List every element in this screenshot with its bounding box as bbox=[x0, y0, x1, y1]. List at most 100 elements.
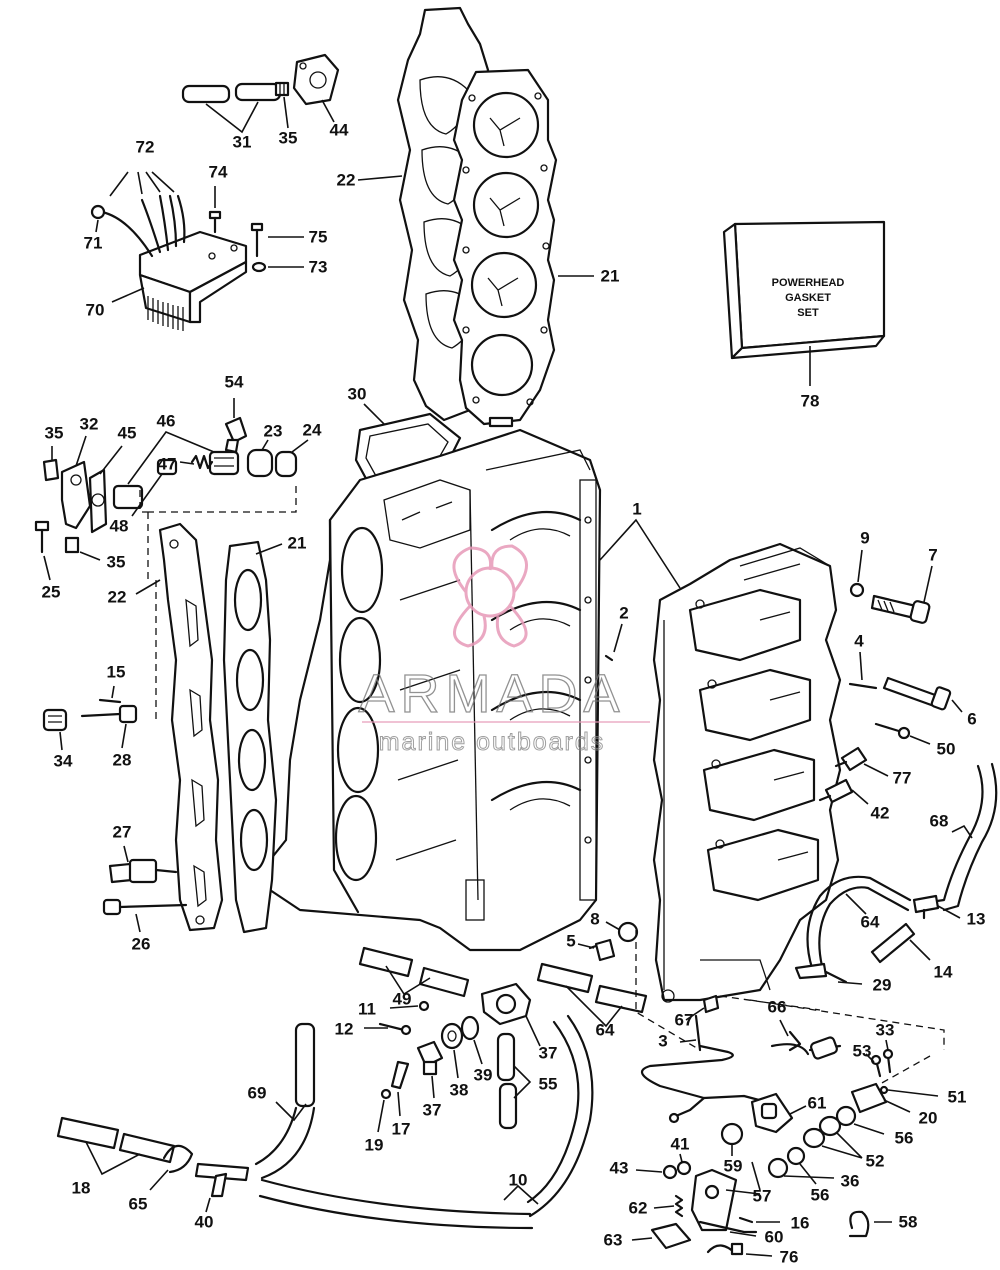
clamp-58 bbox=[848, 1210, 870, 1238]
callout-21-left: 21 bbox=[288, 533, 307, 552]
gasket-45 bbox=[88, 468, 108, 534]
grommet-59 bbox=[720, 1122, 744, 1146]
box-label-line-3: SET bbox=[797, 307, 819, 319]
hose-68 bbox=[928, 762, 998, 912]
hose-pieces-49 bbox=[358, 946, 470, 998]
callout-63: 63 bbox=[604, 1230, 623, 1249]
fitting-37-lower bbox=[416, 1040, 444, 1076]
elbow-fitting-54 bbox=[224, 416, 248, 454]
bracket-20 bbox=[850, 1082, 888, 1114]
callout-44: 44 bbox=[330, 120, 349, 139]
seal-48 bbox=[156, 458, 178, 476]
pin-15 bbox=[98, 698, 122, 704]
fitting-35-lower bbox=[64, 536, 80, 554]
pin-16 bbox=[738, 1216, 754, 1224]
grommet-52 bbox=[802, 1115, 842, 1149]
plug-8 bbox=[617, 921, 639, 943]
callout-51: 51 bbox=[948, 1087, 967, 1106]
wire-leads-72 bbox=[90, 194, 186, 258]
dowel-pin-4 bbox=[848, 682, 878, 690]
callout-2: 2 bbox=[619, 603, 628, 622]
bolt-6 bbox=[882, 676, 952, 711]
callout-40: 40 bbox=[195, 1212, 214, 1231]
callout-17: 17 bbox=[392, 1119, 411, 1138]
callout-26: 26 bbox=[132, 934, 151, 953]
callout-18: 18 bbox=[72, 1178, 91, 1197]
callout-35-top: 35 bbox=[279, 128, 298, 147]
plug-2 bbox=[604, 654, 614, 662]
callout-12: 12 bbox=[335, 1019, 354, 1038]
callout-11: 11 bbox=[358, 999, 376, 1018]
callout-72: 72 bbox=[136, 137, 155, 156]
callout-57: 57 bbox=[753, 1186, 772, 1205]
callout-43: 43 bbox=[610, 1158, 629, 1177]
screw-50 bbox=[874, 722, 911, 740]
hose-pieces-18 bbox=[56, 1116, 176, 1164]
callout-33: 33 bbox=[876, 1020, 895, 1039]
grommet-23 bbox=[246, 448, 274, 478]
grommet-56-lower bbox=[786, 1146, 806, 1166]
grommet-24 bbox=[274, 450, 298, 478]
callout-1: 1 bbox=[632, 499, 641, 518]
washer-11 bbox=[418, 1000, 430, 1012]
spark-plug-27 bbox=[108, 858, 178, 884]
hose-pieces-64-middle bbox=[536, 962, 648, 1014]
washer-51 bbox=[879, 1085, 889, 1095]
callout-15: 15 bbox=[107, 662, 126, 681]
pin-17 bbox=[390, 1060, 410, 1090]
fitting-42 bbox=[818, 778, 854, 804]
spring-47 bbox=[190, 454, 214, 470]
fitting-35-left bbox=[42, 458, 60, 482]
plate-57 bbox=[690, 1168, 738, 1232]
callout-9: 9 bbox=[860, 528, 869, 547]
plug-19 bbox=[380, 1088, 392, 1100]
housing-32 bbox=[60, 460, 92, 530]
washer-73 bbox=[251, 261, 267, 273]
callout-76: 76 bbox=[780, 1247, 799, 1266]
cover-60 bbox=[698, 1220, 758, 1234]
callout-35-left: 35 bbox=[45, 423, 64, 442]
callout-13: 13 bbox=[967, 909, 986, 928]
water-valve-housing-37 bbox=[480, 982, 532, 1026]
callout-numbers: 31 35 44 72 74 75 73 71 70 22 21 78 54 3… bbox=[42, 120, 986, 1266]
callout-46: 46 bbox=[157, 411, 176, 430]
screw-53 bbox=[870, 1054, 882, 1078]
callout-38: 38 bbox=[450, 1080, 469, 1099]
callout-39: 39 bbox=[474, 1065, 493, 1084]
callout-70: 70 bbox=[86, 300, 105, 319]
callout-78: 78 bbox=[801, 391, 820, 410]
fitting-67 bbox=[702, 994, 720, 1014]
hose-10 bbox=[258, 1014, 594, 1230]
callout-16: 16 bbox=[791, 1213, 810, 1232]
callout-56-lower: 56 bbox=[811, 1185, 830, 1204]
armada-logo-mark bbox=[452, 544, 528, 648]
box-label-line-1: POWERHEAD bbox=[772, 277, 845, 289]
watermark-name: ARMADA bbox=[358, 664, 625, 724]
callout-48: 48 bbox=[110, 516, 129, 535]
callout-56-upper: 56 bbox=[895, 1128, 914, 1147]
plug-34 bbox=[42, 708, 68, 732]
callout-69: 69 bbox=[248, 1083, 267, 1102]
callout-25: 25 bbox=[42, 582, 61, 601]
callout-53: 53 bbox=[853, 1041, 872, 1060]
callout-24: 24 bbox=[303, 420, 322, 439]
sensor-28 bbox=[80, 704, 138, 724]
hose-64-right bbox=[806, 875, 912, 974]
seal-39 bbox=[460, 1015, 480, 1041]
tie-strap-76 bbox=[706, 1242, 744, 1256]
grommet-56-upper bbox=[835, 1105, 857, 1127]
callout-27: 27 bbox=[113, 822, 132, 841]
callout-4: 4 bbox=[854, 631, 864, 650]
thermostat-46 bbox=[112, 450, 240, 510]
cylinder-head-22-left bbox=[158, 522, 224, 932]
armada-watermark: ARMADA marine outboards bbox=[358, 544, 650, 757]
callout-61: 61 bbox=[808, 1093, 827, 1112]
hose-pieces-55 bbox=[496, 1032, 518, 1130]
tee-fitting-13 bbox=[912, 894, 940, 920]
callout-59: 59 bbox=[724, 1156, 743, 1175]
callout-74: 74 bbox=[209, 162, 228, 181]
callout-65: 65 bbox=[129, 1194, 148, 1213]
callout-62: 62 bbox=[629, 1198, 648, 1217]
callout-37-right: 37 bbox=[539, 1043, 558, 1062]
